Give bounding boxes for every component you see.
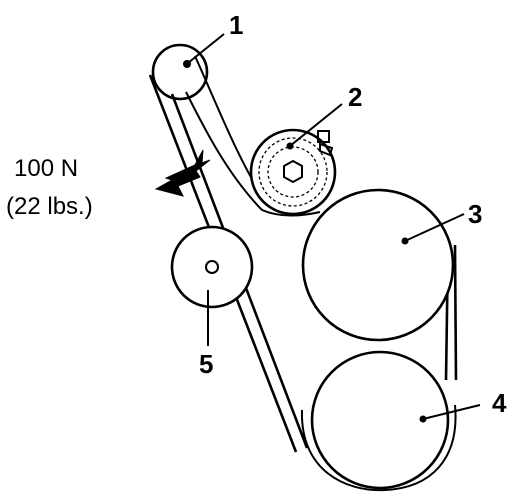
pulley-5 bbox=[170, 225, 254, 309]
label-pulley-3: 3 bbox=[468, 199, 482, 229]
label-pulley-4: 4 bbox=[492, 388, 507, 418]
pulley-4 bbox=[310, 350, 450, 490]
label-pulley-5: 5 bbox=[199, 349, 213, 379]
leader-lines bbox=[187, 33, 481, 420]
pulley-2-tensioner bbox=[249, 128, 337, 216]
label-pulley-1: 1 bbox=[229, 10, 243, 40]
label-pulley-2: 2 bbox=[348, 82, 362, 112]
force-arrow bbox=[154, 149, 211, 197]
force-value-imperial: (22 lbs.) bbox=[6, 193, 93, 220]
force-value: 100 N bbox=[14, 155, 78, 182]
pulley-3 bbox=[301, 188, 455, 342]
